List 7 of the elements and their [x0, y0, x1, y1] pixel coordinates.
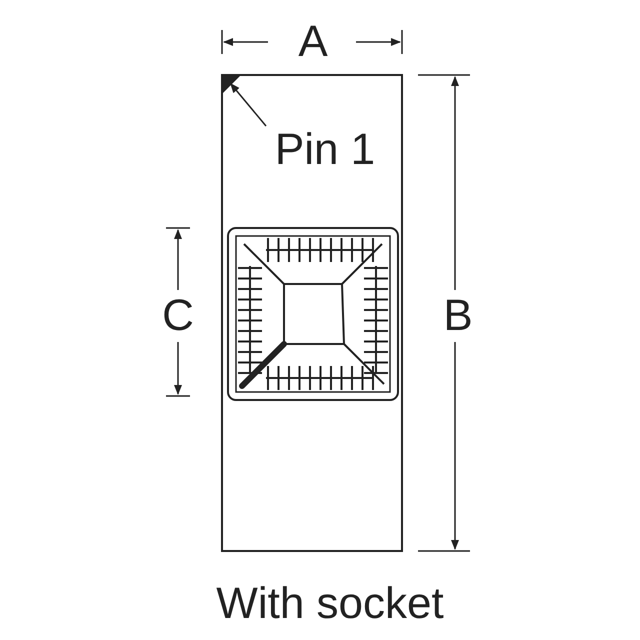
caption: With socket — [215, 582, 445, 626]
dimension-label: A — [297, 20, 329, 64]
leader-line — [230, 82, 267, 126]
dimension-label: B — [442, 294, 474, 338]
pin-1-marker — [223, 76, 240, 93]
dimension-label: C — [161, 294, 195, 338]
pin-label: Pin 1 — [260, 128, 390, 174]
